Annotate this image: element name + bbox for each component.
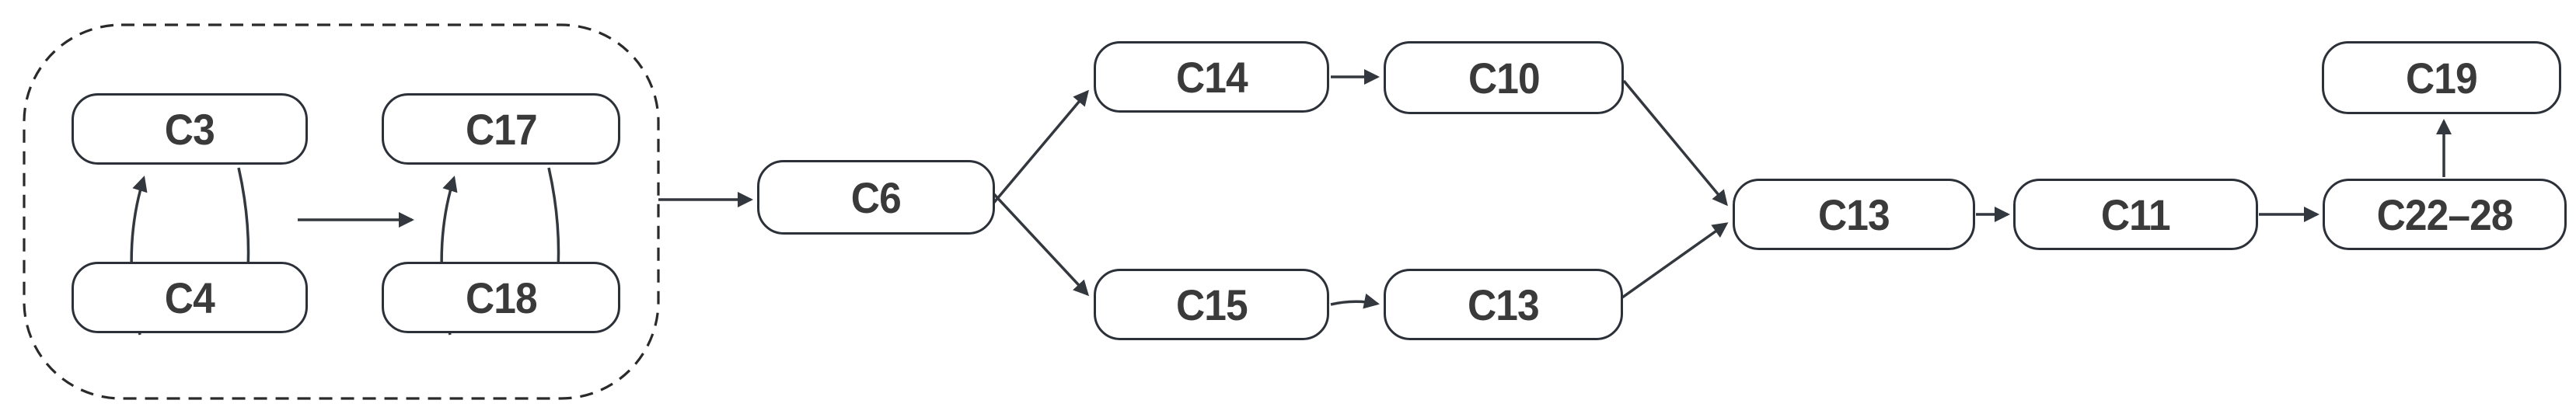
node-c13-main-label: C13 bbox=[1818, 190, 1890, 239]
edge-c6-c14 bbox=[990, 89, 1089, 207]
node-c19: C19 bbox=[2322, 41, 2561, 114]
node-c10-label: C10 bbox=[1468, 53, 1541, 103]
edge-c6-c15 bbox=[990, 190, 1090, 297]
cluster-boundary bbox=[23, 23, 660, 400]
node-c18: C18 bbox=[382, 262, 620, 333]
node-c19-label: C19 bbox=[2406, 53, 2478, 103]
edge-c13-lower-c13-main bbox=[1621, 222, 1729, 299]
node-c3-label: C3 bbox=[164, 104, 215, 154]
node-c6: C6 bbox=[757, 160, 995, 235]
node-c14: C14 bbox=[1094, 41, 1329, 113]
node-c18-label: C18 bbox=[465, 273, 538, 322]
node-c13-lower: C13 bbox=[1384, 269, 1623, 340]
node-c15: C15 bbox=[1094, 269, 1329, 340]
node-c17-label: C17 bbox=[465, 104, 538, 154]
node-c10: C10 bbox=[1384, 41, 1624, 114]
node-c13-lower-label: C13 bbox=[1468, 280, 1540, 329]
node-c4: C4 bbox=[72, 262, 308, 333]
node-c13-main: C13 bbox=[1733, 179, 1975, 250]
node-c15-label: C15 bbox=[1175, 280, 1248, 329]
node-c22-28-label: C22–28 bbox=[2376, 190, 2514, 239]
edge-c15-c13-lower bbox=[1330, 293, 1380, 309]
node-c11: C11 bbox=[2013, 179, 2258, 250]
node-c4-label: C4 bbox=[164, 273, 215, 322]
node-c17: C17 bbox=[382, 93, 620, 165]
edge-c10-c13-main bbox=[1622, 79, 1728, 207]
node-c3: C3 bbox=[72, 93, 308, 165]
node-c22-28: C22–28 bbox=[2323, 179, 2567, 250]
node-c14-label: C14 bbox=[1175, 52, 1248, 102]
node-c11-label: C11 bbox=[2101, 190, 2171, 239]
node-c6-label: C6 bbox=[850, 172, 902, 222]
